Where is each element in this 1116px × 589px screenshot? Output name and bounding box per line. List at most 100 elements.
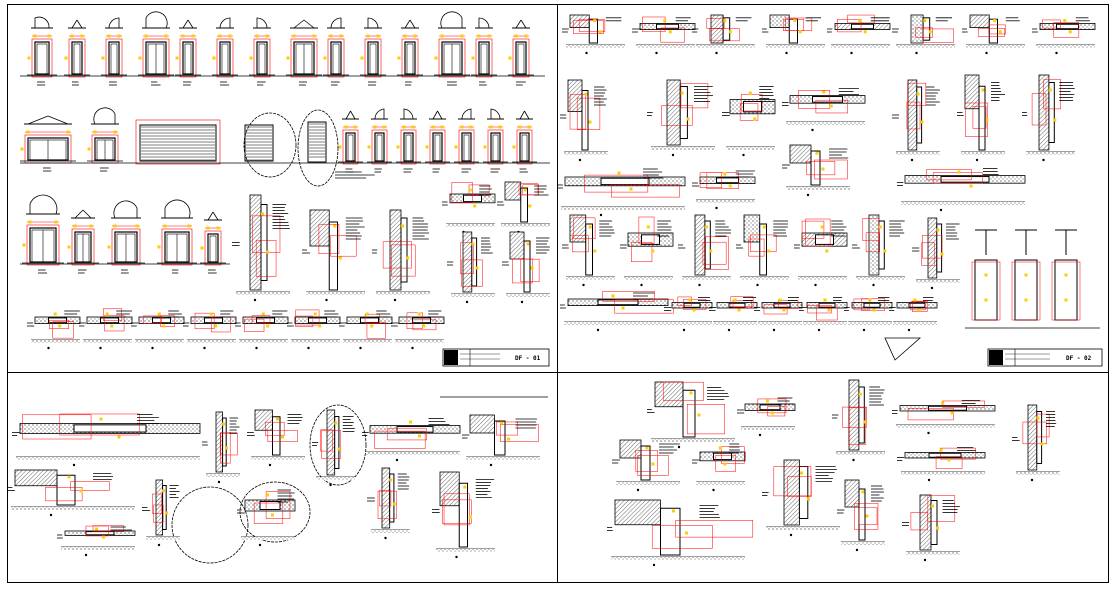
door-elevation xyxy=(20,115,76,172)
construction-detail xyxy=(362,418,461,462)
detail-drawings xyxy=(7,11,1100,567)
construction-detail xyxy=(391,310,445,350)
steel-section-details xyxy=(965,229,1100,329)
construction-detail xyxy=(1012,404,1060,482)
construction-detail xyxy=(897,168,1026,212)
construction-detail xyxy=(832,379,885,462)
construction-detail xyxy=(560,79,608,162)
construction-detail xyxy=(647,79,715,157)
door-elevation xyxy=(22,194,64,274)
construction-detail xyxy=(497,181,550,234)
construction-detail xyxy=(287,309,341,350)
construction-detail xyxy=(237,489,296,547)
door-elevation xyxy=(323,17,349,86)
construction-detail xyxy=(247,409,305,467)
door-elevation xyxy=(471,17,497,86)
construction-detail xyxy=(762,459,840,537)
door-elevation xyxy=(67,209,99,274)
construction-detail xyxy=(27,310,81,350)
construction-detail xyxy=(957,74,1005,162)
door-elevation xyxy=(512,110,537,173)
construction-detail xyxy=(7,469,135,517)
construction-detail xyxy=(799,297,848,332)
construction-detail xyxy=(302,209,365,302)
construction-detail xyxy=(754,297,803,332)
door-elevation xyxy=(508,19,534,86)
construction-detail xyxy=(692,443,746,492)
construction-detail xyxy=(312,409,355,487)
construction-detail xyxy=(1032,17,1096,55)
door-elevation xyxy=(157,199,197,274)
construction-detail xyxy=(562,14,625,55)
construction-detail xyxy=(722,86,776,157)
construction-detail xyxy=(794,218,848,287)
construction-detail xyxy=(737,397,796,437)
construction-detail xyxy=(892,14,955,55)
section-marker xyxy=(884,337,922,361)
construction-detail xyxy=(892,79,940,162)
sheet-code-df-01: DF - 01 xyxy=(515,355,541,362)
construction-detail xyxy=(782,144,850,197)
door-elevation xyxy=(338,110,363,173)
construction-detail xyxy=(612,439,680,492)
construction-detail xyxy=(844,297,893,332)
construction-detail xyxy=(852,214,905,287)
construction-detail xyxy=(736,214,789,287)
construction-detail xyxy=(889,297,938,332)
door-elevation xyxy=(175,19,201,86)
door-elevation xyxy=(454,108,479,173)
construction-detail xyxy=(647,381,735,449)
door-elevation xyxy=(27,16,57,86)
construction-detail xyxy=(837,479,885,552)
door-elevation xyxy=(101,17,127,86)
construction-detail xyxy=(57,525,136,557)
construction-detail xyxy=(902,494,960,562)
door-elevation xyxy=(138,11,174,86)
construction-detail xyxy=(607,499,754,567)
door-elevation xyxy=(249,17,275,86)
construction-detail xyxy=(183,310,237,350)
construction-detail xyxy=(1022,74,1075,162)
title-block-top-right: DF - 02 xyxy=(987,348,1103,367)
construction-detail xyxy=(892,400,996,435)
door-elevation xyxy=(425,110,450,173)
door-elevation xyxy=(367,108,392,173)
construction-detail xyxy=(664,296,713,332)
door-elevation xyxy=(434,11,470,86)
construction-detail xyxy=(202,411,240,484)
construction-detail xyxy=(620,216,674,287)
door-elevation xyxy=(212,17,238,86)
sheet-frames xyxy=(7,4,1109,583)
construction-detail xyxy=(442,182,496,234)
sheet-code-df-02: DF - 02 xyxy=(1066,355,1092,362)
construction-detail xyxy=(502,231,550,304)
door-elevation xyxy=(397,19,423,86)
door-elevation xyxy=(107,200,145,274)
construction-detail xyxy=(782,88,866,132)
construction-detail xyxy=(235,310,289,350)
door-elevation xyxy=(483,108,508,173)
door-elevation xyxy=(396,108,421,173)
construction-detail xyxy=(232,194,290,302)
construction-detail xyxy=(557,168,686,217)
construction-detail xyxy=(692,170,756,210)
door-elevation xyxy=(64,19,90,86)
door-elevation xyxy=(286,19,322,86)
construction-detail xyxy=(632,16,696,55)
construction-detail xyxy=(709,296,758,332)
title-block-top-left: DF - 01 xyxy=(442,348,550,367)
construction-detail xyxy=(447,231,495,304)
door-elevation xyxy=(87,107,123,172)
construction-detail xyxy=(142,479,180,547)
construction-detail xyxy=(692,14,755,55)
door-elevation xyxy=(200,211,226,274)
construction-detail xyxy=(432,471,495,559)
louver-door-elevation xyxy=(135,109,375,187)
door-elevation xyxy=(360,17,386,86)
construction-detail xyxy=(827,14,891,55)
construction-detail xyxy=(462,414,540,467)
construction-detail xyxy=(339,310,393,350)
construction-detail xyxy=(372,209,430,302)
construction-detail xyxy=(560,291,674,332)
